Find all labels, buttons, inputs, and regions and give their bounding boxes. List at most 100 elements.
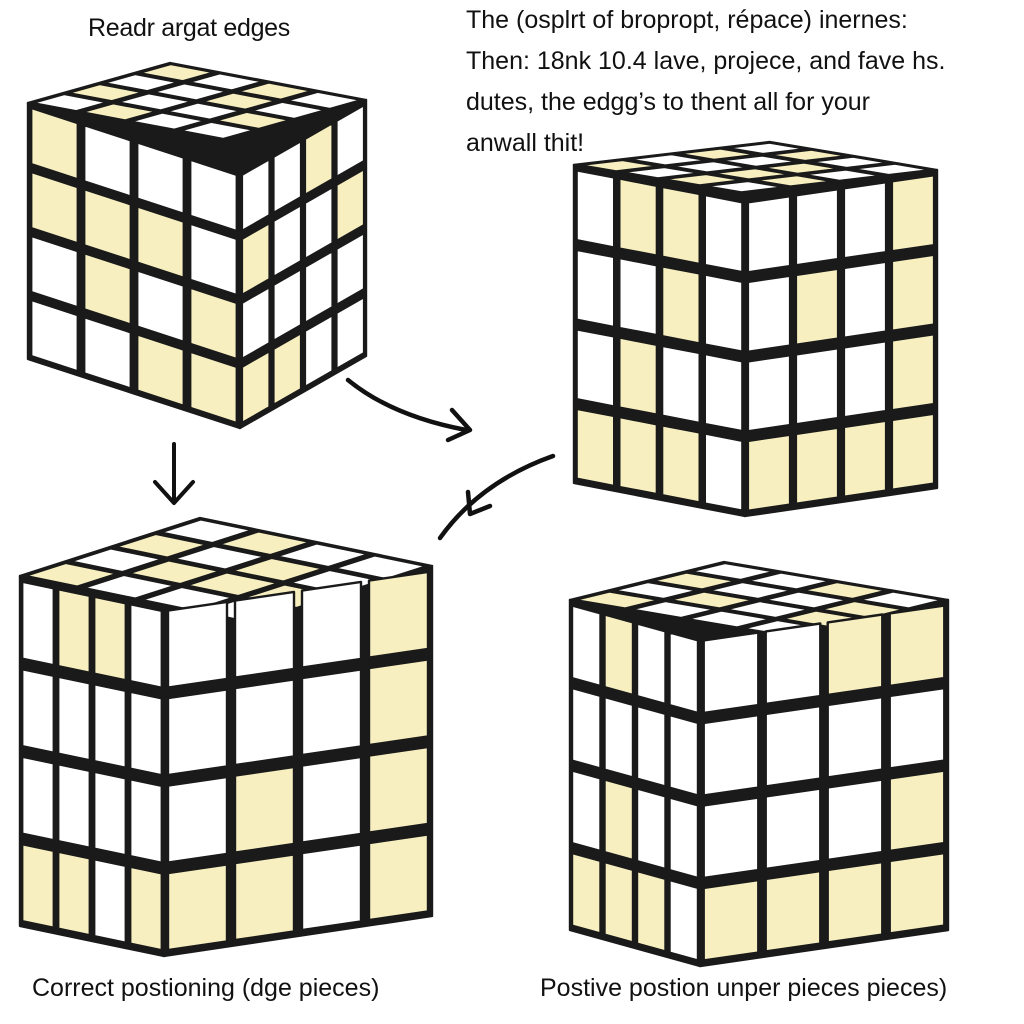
cube-bottom-right — [568, 560, 950, 968]
cube-sticker — [166, 863, 229, 952]
cube-sticker — [82, 187, 133, 262]
cube-sticker — [272, 331, 303, 407]
cube-sticker — [746, 274, 792, 353]
cube-sticker — [888, 686, 946, 770]
cube-sticker — [668, 796, 700, 880]
cube-sticker — [635, 622, 667, 706]
cube-sticker — [635, 869, 667, 953]
cube-sticker — [166, 688, 229, 777]
cube-sticker — [794, 187, 840, 267]
cube-sticker — [21, 843, 55, 929]
cube-sticker — [68, 547, 165, 574]
cube-sticker — [135, 205, 186, 280]
cube-sticker — [668, 590, 756, 610]
cube-sticker — [570, 851, 602, 935]
cube-sticker — [746, 354, 792, 433]
cube-sticker — [849, 162, 934, 177]
cube-sticker — [794, 347, 840, 426]
cube-sticker — [115, 91, 195, 112]
cube-sticker — [335, 231, 366, 307]
cube-sticker — [188, 350, 239, 425]
cube-sticker — [570, 604, 602, 688]
cube-sticker — [888, 769, 946, 853]
cube-sticker — [164, 101, 244, 122]
cube-sticker — [79, 101, 159, 122]
cube-sticker — [137, 62, 217, 83]
cube-sticker — [166, 775, 229, 864]
cube-sticker — [618, 415, 659, 496]
cube-sticker — [272, 139, 303, 215]
cube-sticker — [92, 683, 128, 769]
cube-sticker — [758, 161, 843, 176]
cube-sticker — [660, 185, 701, 266]
cube-top-right — [572, 140, 939, 518]
cube-sticker — [303, 313, 334, 389]
cube-sticker — [764, 787, 822, 871]
cube-sticker — [660, 172, 745, 187]
cube-sticker — [57, 763, 92, 849]
cube-sticker — [668, 878, 700, 962]
cube-sticker — [890, 173, 936, 253]
caption-bottom-left: Correct postioning (dge pieces) — [32, 974, 380, 1002]
cube-sticker — [717, 154, 802, 169]
cube-sticker — [367, 570, 430, 659]
instructions-line: Then: 18nk 10.4 lave, projece, and fave … — [466, 47, 946, 75]
cube-sticker — [188, 158, 239, 233]
cube-sticker — [612, 580, 700, 601]
cube-sticker — [807, 155, 892, 170]
diagram-caption-top-left: Readr argat edges — [88, 14, 290, 42]
instructions-line: dutes, the edgg’s to thent all for your — [466, 88, 870, 116]
cube-sticker — [216, 530, 313, 557]
cube-sticker — [618, 177, 659, 257]
cube-sticker — [101, 72, 181, 93]
cube-sticker — [629, 599, 717, 620]
cube-sticker — [703, 352, 744, 433]
cube-sticker — [300, 580, 363, 669]
cube-sticker — [30, 234, 80, 309]
cube-sticker — [842, 419, 888, 498]
cube-sticker — [703, 273, 744, 353]
cube-sticker — [177, 120, 257, 141]
cube-sticker — [746, 194, 792, 274]
cube-sticker — [188, 222, 239, 297]
cube-sticker — [367, 745, 430, 834]
cube-sticker — [842, 340, 888, 419]
arrow-right — [345, 377, 473, 443]
cube-sticker — [284, 90, 363, 111]
cube-sticker — [30, 298, 80, 373]
instructions-line: The (osplrt of bropropt, répace) inerne… — [466, 6, 908, 34]
instructions-line: anwall thit! — [466, 129, 585, 157]
cube-sticker — [603, 860, 635, 944]
cube-sticker — [668, 631, 700, 715]
cube-sticker — [764, 622, 822, 706]
cube-sticker — [303, 185, 334, 261]
cube-sticker — [650, 571, 738, 591]
cube-sticker — [888, 851, 946, 935]
cube-sticker — [240, 221, 271, 297]
cube-sticker — [82, 123, 133, 198]
cube-sticker — [30, 170, 80, 245]
cube-sticker — [57, 675, 92, 762]
cube-sticker — [702, 631, 760, 715]
cube-sticker — [186, 71, 265, 92]
cube-sticker — [745, 571, 833, 591]
cube-sticker — [724, 141, 809, 156]
cube-sticker — [128, 690, 164, 777]
cube-sticker — [766, 148, 851, 163]
cube-sticker — [128, 865, 164, 952]
cube-sticker — [660, 424, 701, 504]
cube-sticker — [184, 571, 281, 598]
cube-sticker — [158, 518, 255, 545]
cube-sticker — [826, 695, 884, 779]
cube-sticker — [135, 333, 186, 408]
cube-sticker — [335, 103, 366, 179]
cube-sticker — [764, 869, 822, 953]
cube-sticker — [702, 878, 760, 962]
cube-sticker — [240, 157, 271, 233]
cube-sticker — [135, 141, 186, 216]
cube-sticker — [709, 166, 794, 181]
cube-sticker — [188, 286, 239, 361]
cube-sticker — [603, 613, 635, 697]
cube-sticker — [618, 256, 659, 337]
